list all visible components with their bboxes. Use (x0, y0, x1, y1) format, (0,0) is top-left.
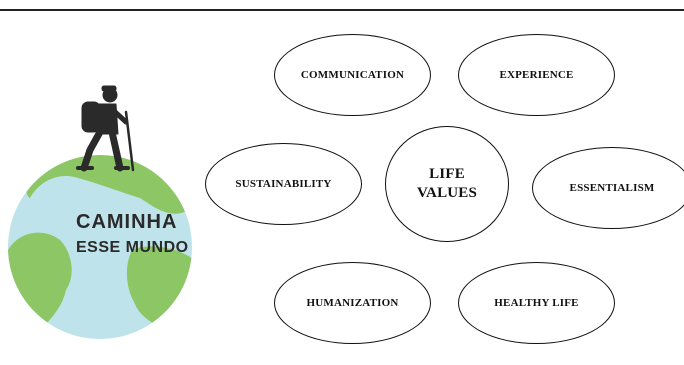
node-healthy-life: HEALTHY LIFE (458, 262, 615, 344)
node-experience: EXPERIENCE (458, 34, 615, 116)
node-label: HUMANIZATION (306, 297, 399, 309)
node-label: COMMUNICATION (300, 69, 405, 81)
node-communication: COMMUNICATION (274, 34, 431, 116)
node-label: HEALTHY LIFE (494, 297, 579, 309)
logo-title-line1: CAMINHA (76, 211, 177, 233)
node-label: ESSENTIALISM (569, 182, 655, 194)
node-essentialism: ESSENTIALISM (532, 147, 684, 229)
center-label-line1: LIFE (429, 165, 465, 182)
top-rule (0, 9, 684, 11)
node-life-values: LIFE VALUES (385, 126, 509, 242)
hiker-icon (76, 85, 135, 172)
caminha-esse-mundo-logo: CAMINHA ESSE MUNDO (8, 85, 192, 339)
node-sustainability: SUSTAINABILITY (205, 143, 362, 225)
node-label: EXPERIENCE (499, 69, 574, 81)
node-label: SUSTAINABILITY (235, 178, 332, 190)
center-label-line2: VALUES (416, 185, 478, 201)
center-label: LIFE VALUES (417, 165, 477, 204)
logo-title-line2: ESSE MUNDO (76, 239, 189, 256)
node-humanization: HUMANIZATION (274, 262, 431, 344)
